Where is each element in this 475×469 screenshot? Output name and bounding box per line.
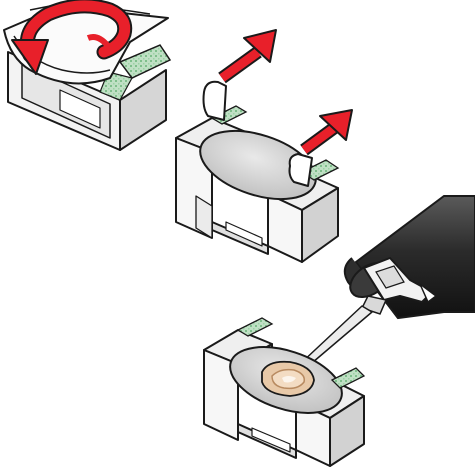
step-2-lift-arrow-left — [222, 30, 276, 78]
step-2-lift-arrow-right — [304, 110, 352, 150]
step-2-group — [176, 30, 352, 262]
step-1-group — [4, 2, 170, 150]
step-3-adhesive-bead — [262, 362, 314, 396]
